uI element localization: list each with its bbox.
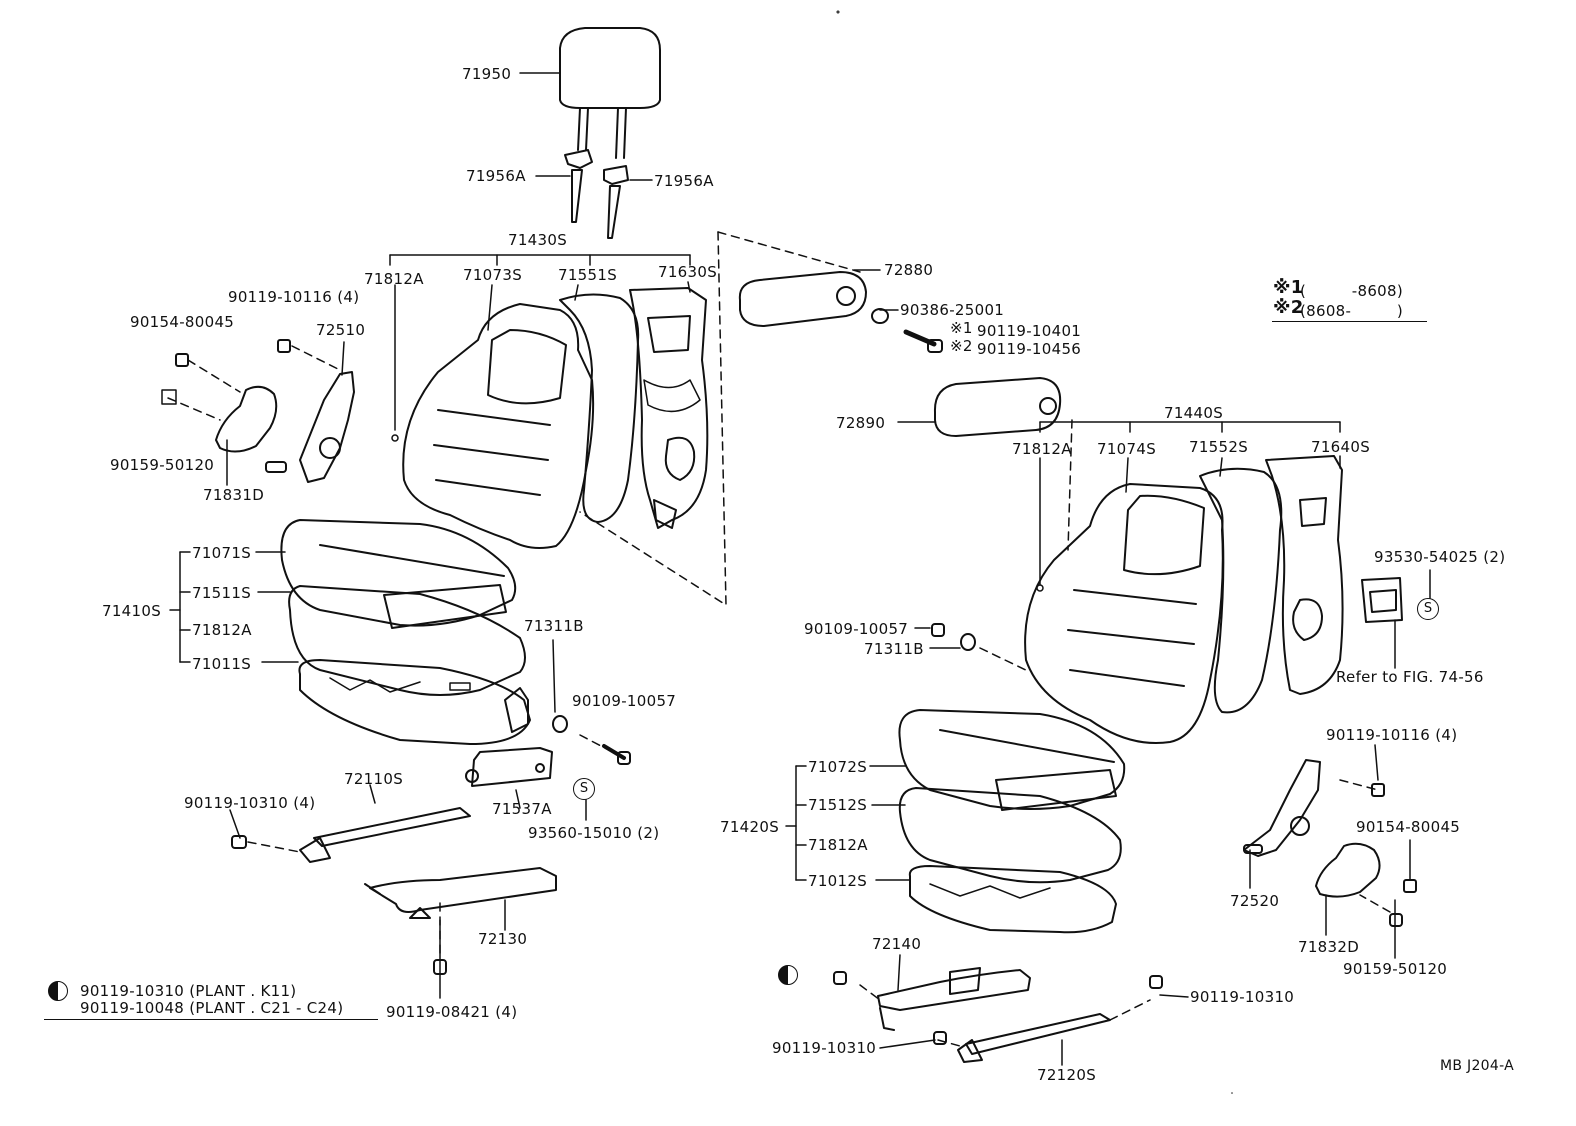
part-label-71012S: 71012S (808, 872, 868, 890)
footer-diagram-code: MB J204-A (1440, 1058, 1515, 1074)
part-label-71832D: 71832D (1298, 938, 1360, 956)
part-label-71630S: 71630S (658, 263, 718, 281)
part-label-71812A-1: 71812A (364, 270, 424, 288)
part-label-71440S: 71440S (1164, 404, 1224, 422)
part-label-72520: 72520 (1230, 892, 1280, 910)
part-label-71831D: 71831D (203, 486, 265, 504)
part-label-90119-10116-right: 90119-10116 (4) (1326, 726, 1458, 744)
part-label-71551S: 71551S (558, 266, 618, 284)
left-brackets-drawing (161, 339, 355, 483)
dashed-callouts (167, 231, 1391, 1047)
part-label-71640S: 71640S (1311, 438, 1371, 456)
part-label-90119-10116-left: 90119-10116 (4) (228, 288, 360, 306)
right-rails-drawing (833, 967, 1163, 1063)
part-label-71956A-right: 71956A (654, 172, 714, 190)
part-label-90109-10057-1: 90109-10057 (572, 692, 677, 710)
range-note-1-text: ( -8608) (1300, 282, 1404, 300)
part-label-90119-10401: 90119-10401 (977, 322, 1082, 340)
part-label-72130: 72130 (478, 930, 528, 948)
part-label-71420S: 71420S (720, 818, 780, 836)
plant-variant-icon-legend (48, 981, 68, 1001)
range-note-1-mark: ※1 (1273, 277, 1304, 298)
variant-mark-1: ※1 (950, 319, 973, 337)
part-label-71074S: 71074S (1097, 440, 1157, 458)
part-label-71812A-2: 71812A (1012, 440, 1072, 458)
part-label-90386-25001: 90386-25001 (900, 301, 1005, 319)
right-seatback-drawing (931, 455, 1403, 745)
range-note-underline (1272, 321, 1427, 322)
part-label-71537A: 71537A (492, 800, 552, 818)
right-seat-cushion-drawing (898, 709, 1126, 934)
part-label-90109-10057-2: 90109-10057 (804, 620, 909, 638)
right-brackets-drawing (1243, 759, 1417, 927)
part-label-71073S: 71073S (463, 266, 523, 284)
left-seat-cushion-drawing (280, 519, 631, 787)
part-label-71430S: 71430S (508, 231, 568, 249)
legend-note-underline (44, 1019, 378, 1020)
leader-lines (169, 72, 1431, 1094)
variant-mark-2: ※2 (950, 337, 973, 355)
part-label-71311B-1: 71311B (524, 617, 584, 635)
part-label-90119-10456: 90119-10456 (977, 340, 1082, 358)
part-label-90154-80045-left: 90154-80045 (130, 313, 235, 331)
part-label-90159-50120-right: 90159-50120 (1343, 960, 1448, 978)
part-label-71410S: 71410S (102, 602, 162, 620)
part-label-71011S: 71011S (192, 655, 252, 673)
part-label-93530-54025: 93530-54025 (2) (1374, 548, 1506, 566)
left-seatback-drawing (391, 287, 709, 549)
plant-variant-icon-right-rail (778, 965, 798, 985)
part-label-90119-10310-4: 90119-10310 (4) (184, 794, 316, 812)
part-label-71511S: 71511S (192, 584, 252, 602)
part-label-72140: 72140 (872, 935, 922, 953)
range-note-2-mark: ※2 (1273, 297, 1304, 318)
part-label-72120S: 72120S (1037, 1066, 1097, 1084)
part-label-71812A-4: 71812A (808, 836, 868, 854)
part-label-71512S: 71512S (808, 796, 868, 814)
part-label-71956A-left: 71956A (466, 167, 526, 185)
headrest-drawing (559, 27, 661, 239)
part-label-90154-80045-right: 90154-80045 (1356, 818, 1461, 836)
left-rails-drawing (231, 807, 557, 975)
part-label-72880: 72880 (884, 261, 934, 279)
part-label-72110S: 72110S (344, 770, 404, 788)
part-label-71071S: 71071S (192, 544, 252, 562)
service-s-symbol-left: S (573, 778, 595, 800)
part-label-93560-15010: 93560-15010 (2) (528, 824, 660, 842)
part-label-72890: 72890 (836, 414, 886, 432)
range-note-2-text: (8608- ) (1300, 302, 1404, 320)
part-label-71812A-3: 71812A (192, 621, 252, 639)
part-label-71072S: 71072S (808, 758, 868, 776)
part-label-90159-50120-left: 90159-50120 (110, 456, 215, 474)
part-label-90119-10310-a: 90119-10310 (1190, 988, 1295, 1006)
legend-note-line-1: 90119-10310 (PLANT . K11) (80, 982, 297, 1000)
refer-to-figure-note: Refer to FIG. 74-56 (1336, 668, 1484, 686)
part-label-72510: 72510 (316, 321, 366, 339)
part-label-90119-10310-b: 90119-10310 (772, 1039, 877, 1057)
part-label-90119-08421: 90119-08421 (4) (386, 1003, 518, 1021)
part-label-71950: 71950 (462, 65, 512, 83)
service-s-symbol-right: S (1417, 598, 1439, 620)
legend-note-line-2: 90119-10048 (PLANT . C21 - C24) (80, 999, 344, 1017)
armrest-72880-drawing (738, 271, 1062, 437)
part-label-71552S: 71552S (1189, 438, 1249, 456)
part-label-71311B-2: 71311B (864, 640, 924, 658)
